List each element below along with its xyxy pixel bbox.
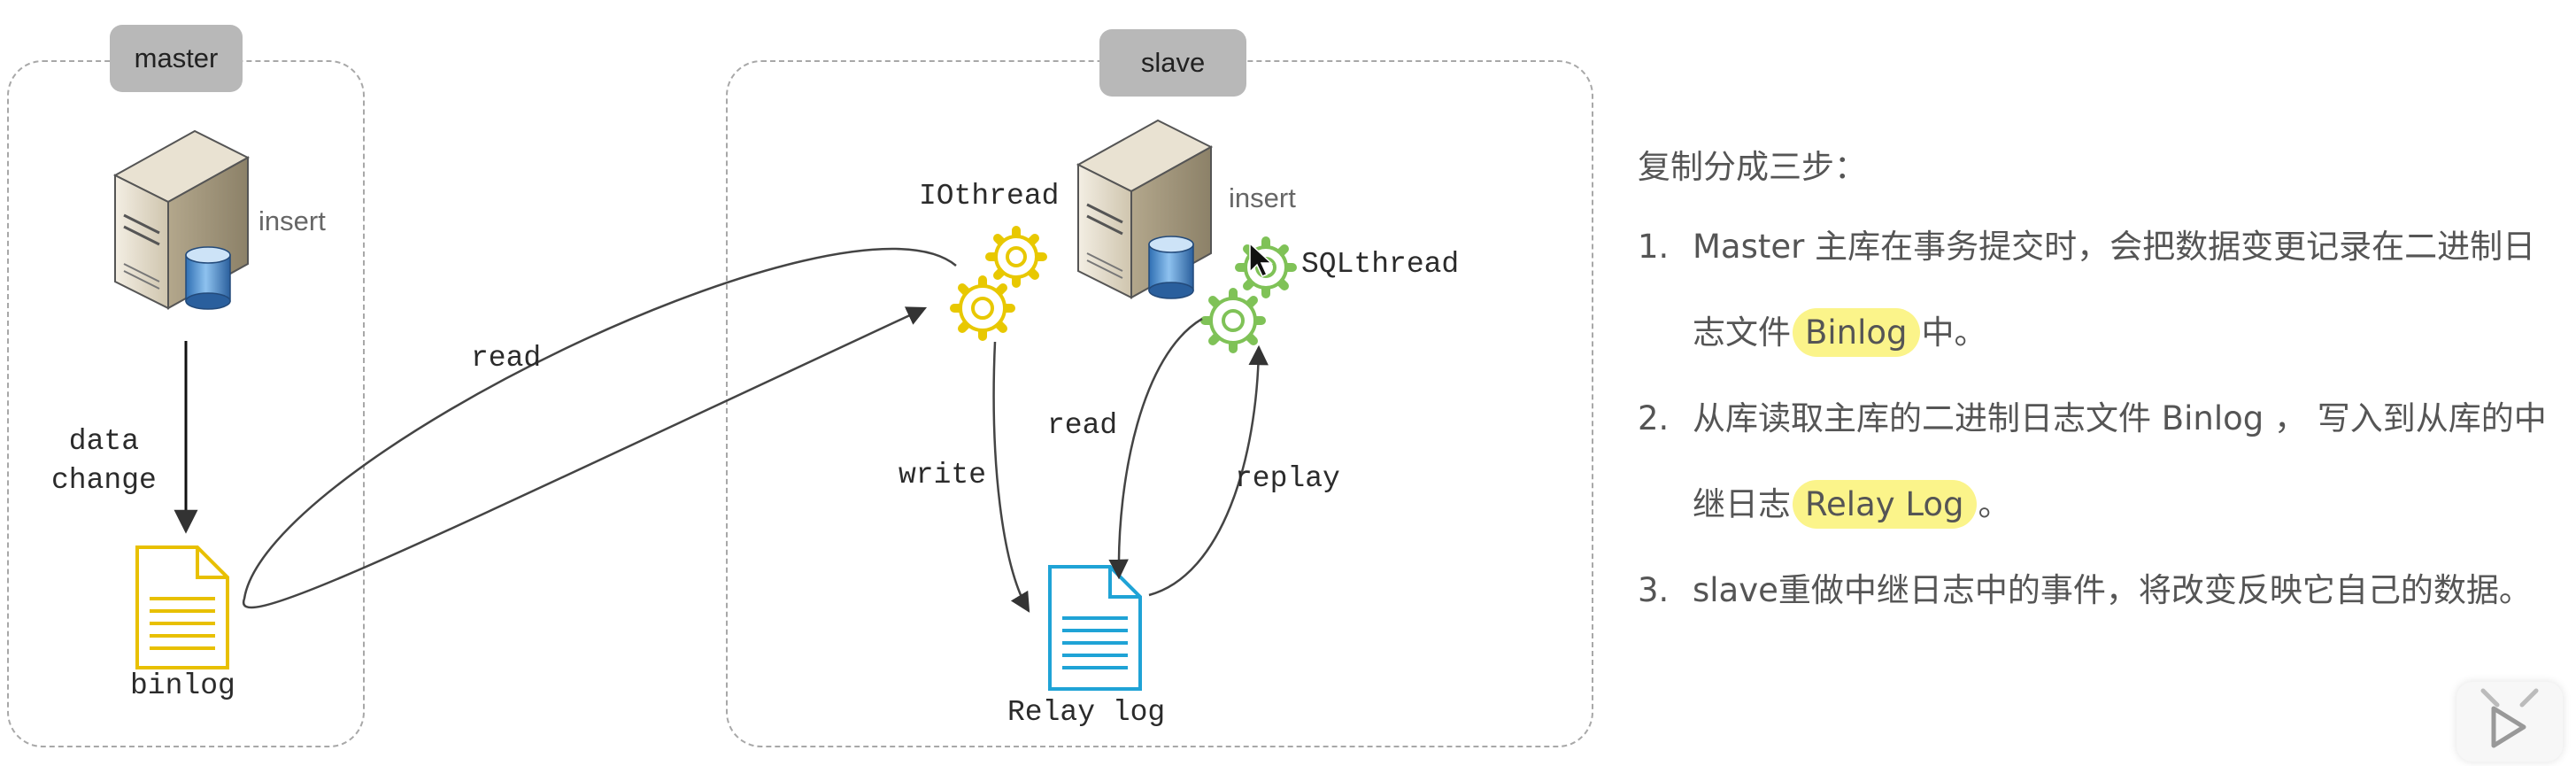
step-number: 3. [1638, 571, 1670, 609]
write-label: write [899, 459, 987, 491]
database-icon [1148, 236, 1194, 299]
relay-log-highlight: Relay Log [1793, 480, 1977, 529]
step-number: 2. [1638, 399, 1670, 437]
binlog-label: binlog [130, 669, 235, 702]
slave-server-icon [1076, 119, 1214, 299]
master-server-icon [112, 129, 251, 310]
slave-tag: slave [1099, 29, 1246, 97]
master-insert-label: insert [258, 205, 326, 236]
replay-label: replay [1235, 462, 1340, 495]
steps-heading: 复制分成三步： [1638, 148, 1867, 186]
binlog-document-icon [135, 545, 229, 669]
read-loop-arrow [242, 247, 957, 609]
step-item: 3. slave重做中继日志中的事件，将改变反映它自己的数据。 [1638, 547, 2567, 633]
slave-insert-label: insert [1229, 182, 1296, 213]
step-text-post: 。 [1978, 485, 2011, 523]
io-thread-gear-icon [950, 226, 1047, 341]
relay-log-document-icon [1048, 565, 1142, 691]
database-icon [185, 246, 231, 310]
replication-diagram [112, 119, 1297, 691]
step-text-pre: slave重做中继日志中的事件，将改变反映它自己的数据。 [1693, 571, 2532, 609]
data-change-label: data change [51, 425, 157, 497]
read-master-label: read [471, 342, 542, 375]
read-relay-label: read [1047, 409, 1118, 442]
step-text-pre: 从库读取主库的二进制日志文件 Binlog ， 写入到从库的中继日志 [1693, 399, 2547, 523]
sql-thread-label: SQLthread [1301, 248, 1460, 281]
io-thread-label: IOthread [919, 180, 1060, 213]
step-number: 1. [1638, 228, 1670, 266]
cursor-icon [1249, 242, 1273, 277]
step-text-pre: Master 主库在事务提交时，会把数据变更记录在二进制日志文件 [1693, 228, 2536, 352]
play-button[interactable] [2456, 682, 2563, 762]
replay-arrow [1148, 344, 1269, 597]
write-arrow [992, 341, 1030, 613]
read-relay-arrow [1108, 317, 1203, 580]
relay-log-label: Relay log [1007, 696, 1166, 729]
sql-thread-gear-icon [1200, 236, 1297, 353]
step-text: slave重做中继日志中的事件，将改变反映它自己的数据。 [1693, 547, 2567, 633]
replication-steps: 复制分成三步： 1. Master 主库在事务提交时，会把数据变更记录在二进制日… [1638, 133, 2567, 633]
play-icon [2480, 688, 2539, 748]
master-tag: master [110, 25, 243, 92]
step-text-post: 中。 [1921, 313, 1987, 352]
binlog-highlight: Binlog [1793, 308, 1920, 357]
